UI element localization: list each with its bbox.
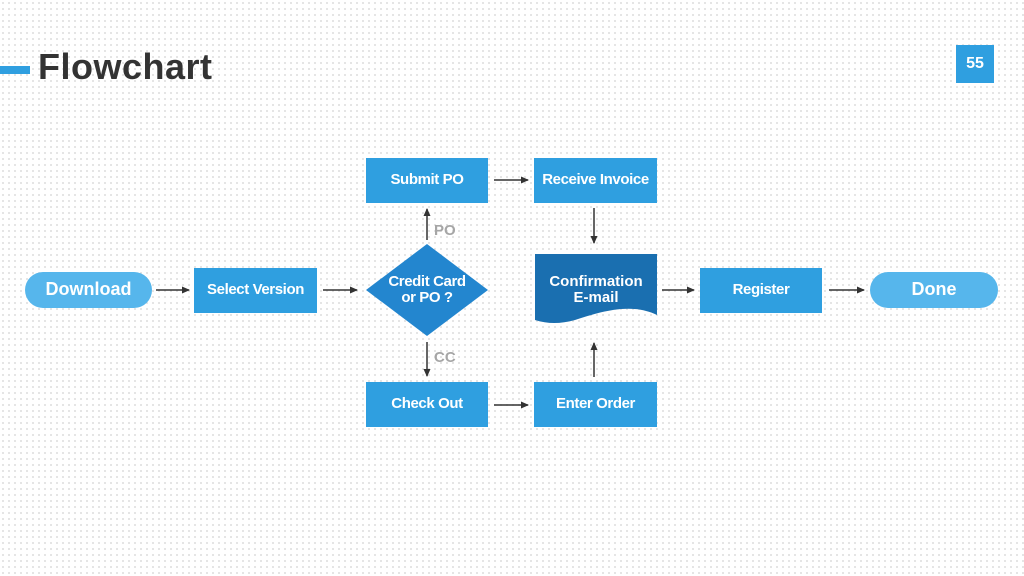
decision-label-line-1: Credit Card [388,272,466,290]
node-done: Done [870,272,998,308]
node-enter-order: Enter Order [534,382,657,427]
node-submit-po: Submit PO [366,158,488,203]
edge-label-po: PO [434,222,456,239]
node-select-version: Select Version [194,268,317,313]
confirmation-document-shape [535,254,657,323]
title-accent-bar [0,66,30,74]
decision-diamond-shape [366,244,488,336]
node-confirmation-email: Confirmation E-mail [535,270,657,310]
confirmation-label-line-1: Confirmation [549,272,643,290]
node-receive-invoice: Receive Invoice [534,158,657,203]
page-number-badge: 55 [956,45,994,83]
edge-label-cc: CC [434,349,456,366]
decision-label-line-2: or PO ? [401,289,453,306]
confirmation-label-line-2: E-mail [573,289,619,306]
node-decision: Credit Card or PO ? [366,264,488,316]
page-title: Flowchart [38,46,213,87]
node-download: Download [25,272,152,308]
node-check-out: Check Out [366,382,488,427]
node-register: Register [700,268,822,313]
